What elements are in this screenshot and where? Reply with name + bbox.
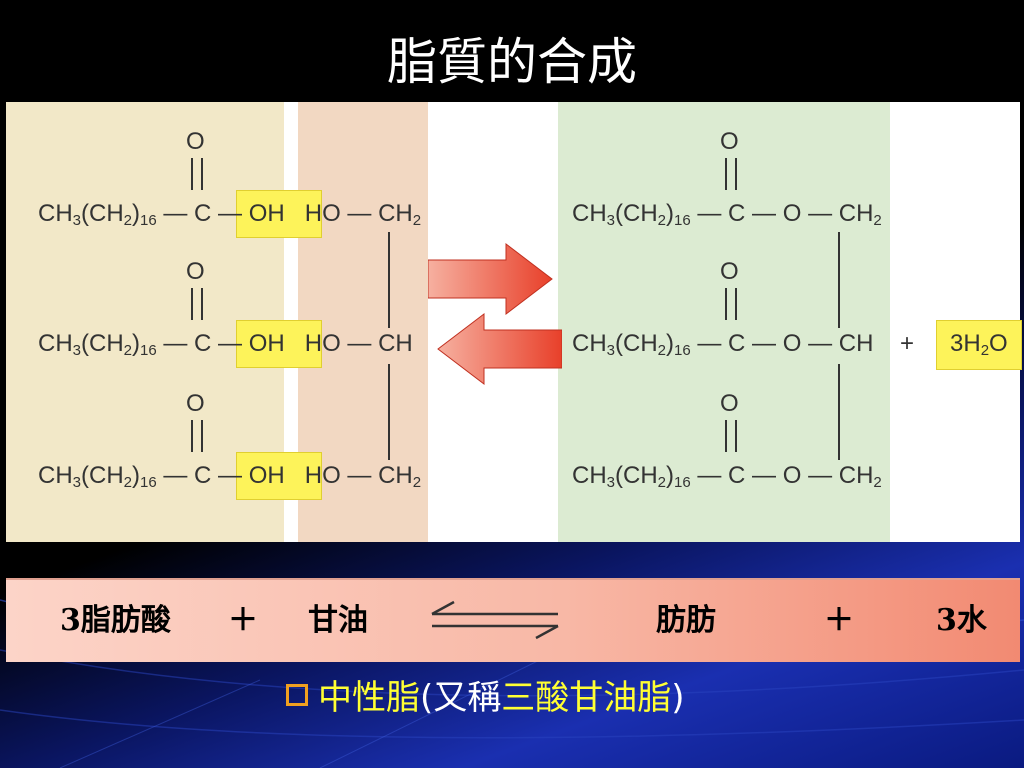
equation-fat: 肪肪 [656, 603, 716, 638]
tg-carbonyl-oxygen-1: O [720, 128, 739, 155]
tg-carbonyl-oxygen-3: O [720, 390, 739, 417]
hydroxyl-highlight-1 [236, 190, 322, 238]
fatty-acid-row-2: CH3(CH2)16 — C — OH HO — CH [38, 330, 413, 359]
slide-title: 脂質的合成 [387, 33, 637, 91]
fatty-acid-row-1: CH3(CH2)16 — C — OH HO — CH2 [38, 200, 422, 229]
tg-double-bond-2 [725, 288, 737, 320]
glycerol-bond-upper [388, 232, 390, 328]
tg-carbonyl-oxygen-2: O [720, 258, 739, 285]
fatty-acid-row-3: CH3(CH2)16 — C — OH HO — CH2 [38, 462, 422, 491]
equation-glycerol: 甘油 [308, 603, 368, 638]
water-highlight [936, 320, 1022, 370]
equation-plus-2: ＋ [824, 603, 854, 638]
square-bullet-icon [286, 684, 308, 706]
glycerol-bond-lower [388, 364, 390, 460]
carbonyl-oxygen-3: O [186, 390, 205, 417]
tg-backbone-lower [838, 364, 840, 460]
note-alt-term: 三酸甘油脂 [501, 678, 672, 718]
equilibrium-arrow-icon [431, 600, 559, 640]
equation-fatty-acid: 3脂肪酸 [60, 603, 171, 638]
reaction-diagram: O CH3(CH2)16 — C — OH HO — CH2 O CH3(CH2… [6, 102, 1022, 542]
note-open: ( [420, 678, 434, 718]
equation-water: 3水 [936, 603, 987, 638]
triglyceride-row-1: CH3(CH2)16 — C — O — CH2 [572, 200, 882, 229]
carbonyl-oxygen-1: O [186, 128, 205, 155]
plus-sign: + [900, 330, 915, 357]
note-close: ) [671, 678, 685, 718]
hydroxyl-highlight-2 [236, 320, 322, 368]
double-bond-2 [191, 288, 203, 320]
double-bond-3 [191, 420, 203, 452]
water-product: 3H2O [950, 330, 1008, 359]
triglyceride-row-2: CH3(CH2)16 — C — O — CH [572, 330, 874, 359]
equation-plus-1: ＋ [228, 603, 258, 638]
note-term: 中性脂 [318, 678, 420, 718]
tg-backbone-upper [838, 232, 840, 328]
triglyceride-zone [558, 102, 890, 542]
word-equation-bar: 3脂肪酸 ＋ 甘油 肪肪 ＋ 3水 [6, 578, 1020, 662]
hydroxyl-highlight-3 [236, 452, 322, 500]
note-aka: 又稱 [433, 678, 502, 718]
forward-arrow [428, 242, 553, 316]
reverse-arrow [437, 312, 562, 386]
triglyceride-row-3: CH3(CH2)16 — C — O — CH2 [572, 462, 882, 491]
carbonyl-oxygen-2: O [186, 258, 205, 285]
tg-double-bond-3 [725, 420, 737, 452]
tg-double-bond-1 [725, 158, 737, 190]
double-bond-1 [191, 158, 203, 190]
note-line: 中性脂(又稱三酸甘油脂) [318, 676, 685, 720]
